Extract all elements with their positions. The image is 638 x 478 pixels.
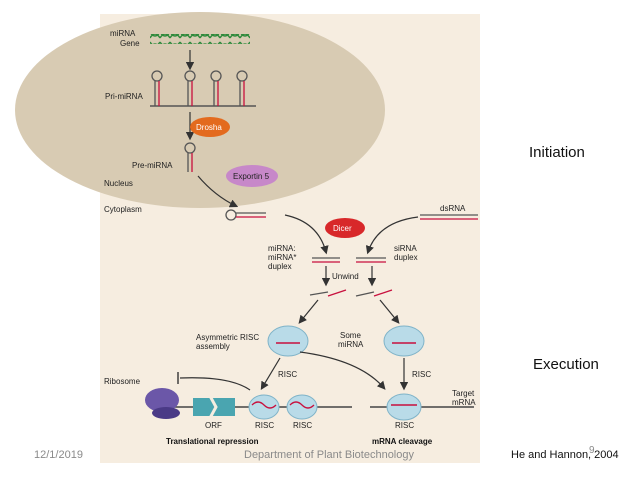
label-risc-left: RISC [278,370,297,379]
label-some-1: Some [340,331,361,340]
label-pre-mirna: Pre-miRNA [132,161,173,170]
label-drosha: Drosha [196,123,222,132]
pre-mirna-hairpin [184,142,196,172]
label-exportin: Exportin 5 [233,172,270,181]
drosha-enzyme [190,117,230,137]
arrow-to-risc-right [379,299,400,324]
execution-label: Execution [533,356,599,373]
mirna-duplex [312,257,340,263]
label-sirna-duplex-1: siRNA [394,244,417,253]
label-target-2: mRNA [452,398,476,407]
arrow-dsrna-dicer [365,216,419,255]
arrow-export [197,175,239,208]
risc-bound-a [248,394,280,420]
risc-complex-left [267,325,309,357]
label-orf: ORF [205,421,222,430]
inhibition-line [179,377,251,391]
nucleus-shape [15,12,385,208]
label-dsrna: dsRNA [440,204,466,213]
footer-citation: He and Hannon, 2004 [511,449,619,461]
arrow-risc-left-down [260,357,281,391]
label-pri-mirna: Pri-miRNA [105,92,143,101]
exportin-5 [226,165,278,187]
sirna-duplex [356,257,386,263]
label-asym-1: Asymmetric RISC [196,333,259,342]
label-risc-a: RISC [255,421,274,430]
risc-cleavage [386,393,422,421]
label-risc-right: RISC [412,370,431,379]
label-risc-b: RISC [293,421,312,430]
label-some-2: miRNA [338,340,364,349]
cytoplasm-pre-mirna [225,209,266,221]
label-mirna-gene-2: Gene [120,39,140,48]
dicer-enzyme [325,218,365,238]
label-mirna-duplex-3: duplex [268,262,292,271]
pri-mirna-strand [150,70,256,107]
risc-complex-right [383,325,425,357]
label-mirna-duplex-2: miRNA* [268,253,296,262]
label-risc-c: RISC [395,421,414,430]
label-mrna-cleavage: mRNA cleavage [372,437,433,446]
label-nucleus: Nucleus [104,179,133,188]
footer-date: 12/1/2019 [34,449,83,461]
label-mirna-gene-1: miRNA [110,29,136,38]
label-asym-2: assembly [196,342,230,351]
arrow-pre-dicer [284,214,329,255]
arrow-to-risc-left [298,299,319,324]
footer-department: Department of Plant Biotechnology [244,449,414,461]
label-sirna-duplex-2: duplex [394,253,418,262]
label-mirna-duplex-1: miRNA: [268,244,296,253]
initiation-label: Initiation [529,144,585,161]
ribosome-shape [145,388,180,419]
label-ribosome: Ribosome [104,377,141,386]
label-unwind: Unwind [332,272,359,281]
label-dicer: Dicer [333,224,352,233]
arrow-some-mirna-cleavage [299,351,386,390]
dsrna-strand [420,214,478,220]
orf-block [193,395,235,419]
label-target-1: Target [452,389,475,398]
risc-bound-b [286,394,318,420]
mirna-gene-helix [150,34,250,44]
unwound-strands [309,289,393,297]
label-translational-repression: Translational repression [166,437,259,446]
footer-page-number: 9 [589,445,595,456]
label-cytoplasm: Cytoplasm [104,205,142,214]
